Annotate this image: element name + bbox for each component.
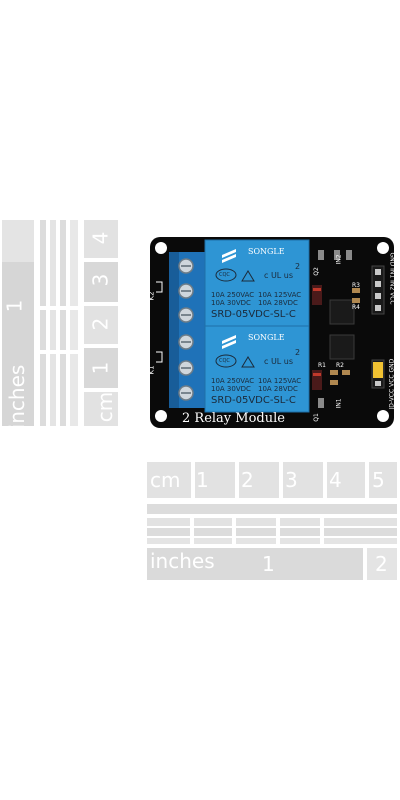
certification-icons [215, 268, 255, 368]
relay-bottom-rating-left-2: 10A 30VDC [211, 385, 251, 393]
relay-bottom-rating-right-2: 10A 28VDC [258, 385, 298, 393]
label-r1: R1 [318, 362, 326, 369]
mounting-hole [377, 410, 389, 422]
relay-bottom-model: SRD-05VDC-SL-C [211, 395, 296, 406]
relay-top [204, 239, 310, 327]
horizontal-cm-number-3: 3 [285, 468, 298, 492]
label-q1: Q1 [312, 413, 320, 422]
mounting-hole [155, 242, 167, 254]
smd-components [312, 250, 360, 408]
relay-top-brand: SONGLE [248, 247, 285, 256]
relay-top-model: SRD-05VDC-SL-C [211, 309, 296, 320]
relay-top-rating-right-2: 10A 28VDC [258, 299, 298, 307]
silkscreen-marks [156, 281, 163, 363]
horizontal-inch-label: inches [150, 549, 215, 573]
horizontal-cm-number-5: 5 [372, 468, 385, 492]
horizontal-cm-number-2: 2 [241, 468, 254, 492]
relay-top-rating-left-2: 10A 30VDC [211, 299, 251, 307]
label-k2: K2 [147, 291, 156, 301]
label-r3: R3 [352, 282, 360, 289]
relay-top-cert: c UL us [264, 271, 294, 280]
relay-bottom-cqc: CQC [219, 358, 230, 364]
label-in2: IN2 [335, 254, 343, 265]
relay-bottom-cert: c UL us [264, 357, 294, 366]
jumper-icon [371, 359, 385, 389]
relay-top-rating-left-1: 10A 250VAC [211, 291, 255, 299]
songle-logo-icon [222, 249, 236, 349]
horizontal-inch-number-2: 2 [375, 552, 388, 576]
board-title: 2 Relay Module [182, 411, 285, 426]
label-r2: R2 [336, 362, 344, 369]
relay-bottom-rating-right-1: 10A 125VAC [258, 377, 302, 385]
horizontal-cm-label: cm [150, 468, 181, 492]
relay-bottom [204, 325, 310, 413]
relay-bottom-number: 2 [295, 348, 301, 357]
mounting-hole [377, 242, 389, 254]
pin-header-icon [371, 265, 385, 315]
label-k1: K1 [147, 365, 156, 375]
relay-bottom-rating-left-1: 10A 250VAC [211, 377, 255, 385]
relay-bottom-brand: SONGLE [248, 333, 285, 342]
horizontal-cm-number-1: 1 [196, 468, 209, 492]
label-header-pins: GND IN1 IN2 VCC [388, 252, 396, 305]
relay-top-cqc: CQC [219, 272, 230, 278]
label-q2: Q2 [312, 267, 320, 276]
label-jumper-pins: JD-VCC VCC GND [388, 358, 396, 410]
horizontal-inch-number-1: 1 [262, 552, 275, 576]
horizontal-cm-number-4: 4 [329, 468, 342, 492]
relay-top-number: 2 [295, 262, 301, 271]
label-in1: IN1 [335, 398, 343, 409]
relay-top-rating-right-1: 10A 125VAC [258, 291, 302, 299]
label-r4: R4 [352, 304, 360, 311]
mounting-hole [155, 410, 167, 422]
